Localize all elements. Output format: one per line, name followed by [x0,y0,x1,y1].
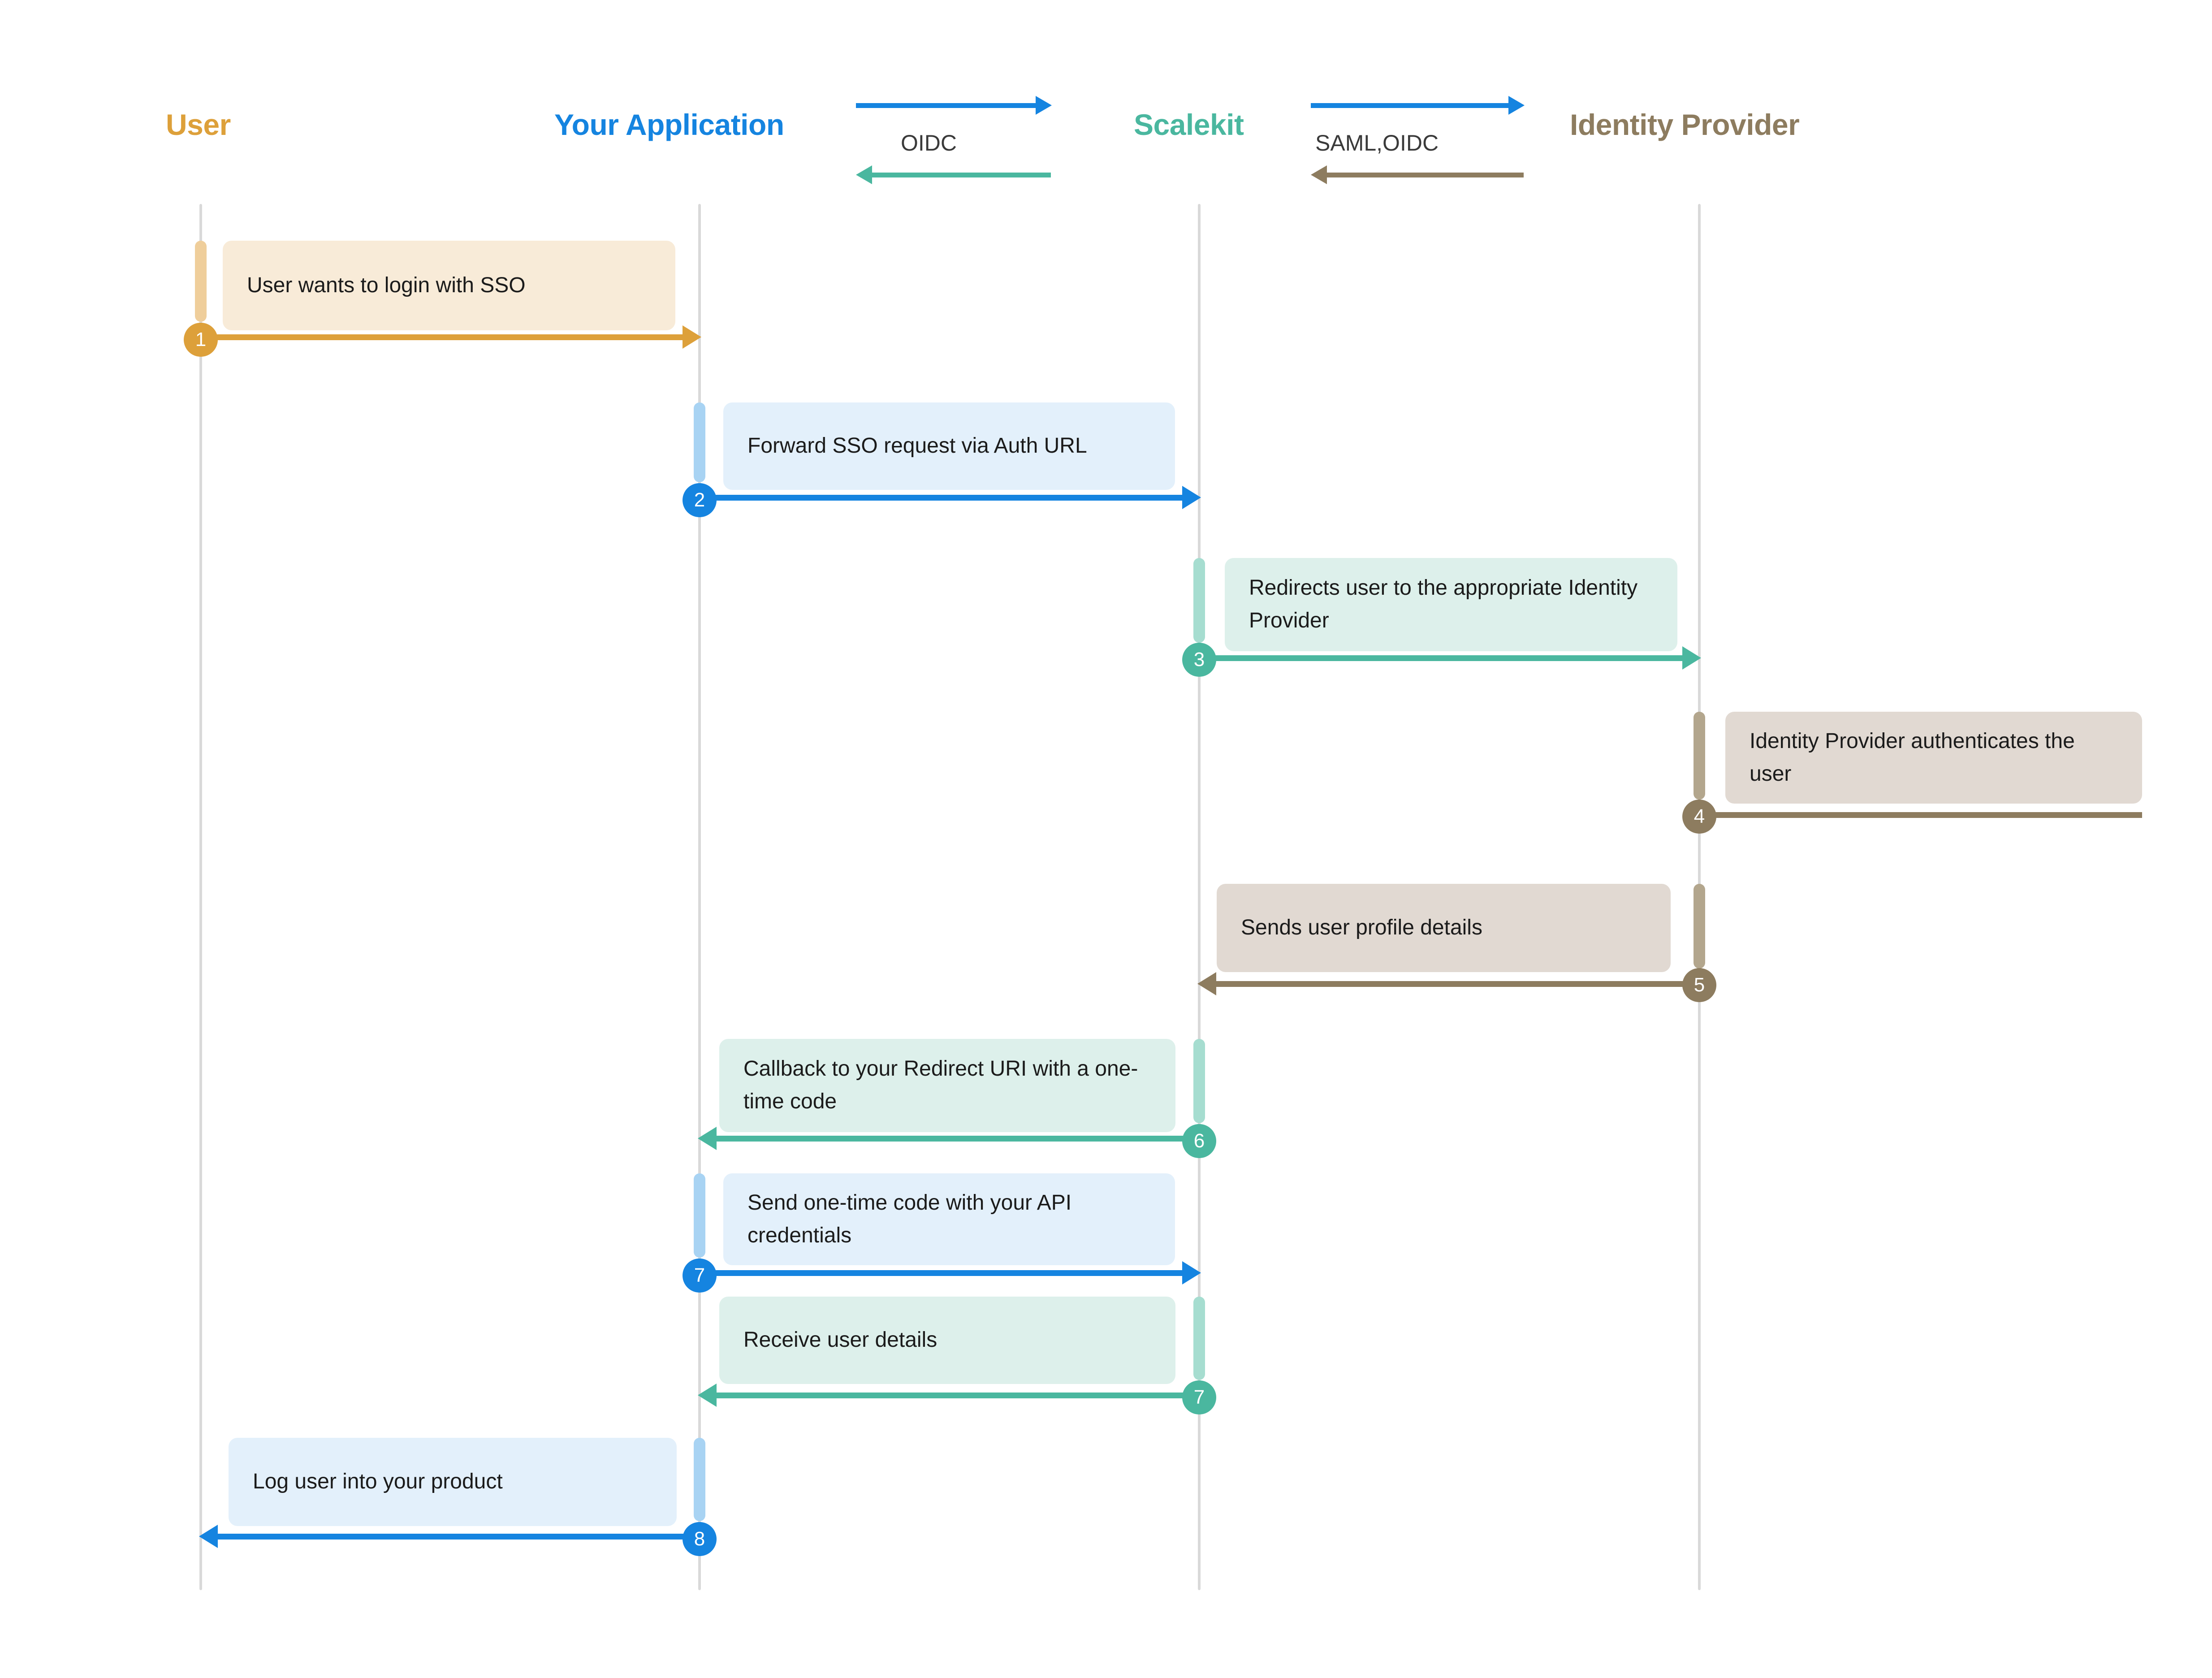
message-arrowhead-step-6 [698,1127,717,1150]
actor-label-scalekit: Scalekit [1134,108,1244,141]
message-arrow-step-7 [700,1270,1182,1276]
message-box-step-6: Callback to your Redirect URI with a one… [719,1039,1175,1132]
message-arrowhead-step-9 [199,1525,218,1548]
step-number-badge-5[interactable]: 5 [1682,968,1716,1002]
message-arrow-step-4 [1699,812,2142,818]
actor-label-idp: Identity Provider [1570,108,1800,141]
message-arrowhead-step-5 [1197,972,1216,995]
lifeline-scalekit [1198,204,1201,1590]
step-number-badge-7[interactable]: 7 [683,1258,717,1293]
lifeline-user [199,204,202,1590]
protocol-saml-oidc-arrow-reverse [1326,173,1524,177]
protocol-saml-oidc-arrowhead-forward [1508,96,1525,115]
activation-bar-step-4 [1694,712,1705,800]
message-arrowhead-step-7 [1182,1261,1201,1284]
message-box-step-1: User wants to login with SSO [223,241,675,330]
actor-label-user: User [166,108,231,141]
protocol-saml-oidc-arrow-forward [1311,103,1508,108]
step-number-badge-6[interactable]: 6 [1182,1124,1216,1158]
message-arrow-step-9 [218,1534,700,1540]
message-arrow-step-3 [1199,655,1682,661]
step-number-badge-2[interactable]: 2 [683,483,717,517]
message-text-step-2: Forward SSO request via Auth URL [747,434,1087,458]
step-number-badge-9[interactable]: 8 [683,1522,717,1556]
step-number-badge-1[interactable]: 1 [184,323,218,357]
step-number-badge-3[interactable]: 3 [1182,643,1216,677]
activation-bar-step-6 [1193,1039,1205,1123]
step-number-badge-8[interactable]: 7 [1182,1380,1216,1414]
activation-bar-step-7 [694,1173,705,1258]
protocol-oidc-arrow-reverse [871,173,1051,177]
activation-bar-step-5 [1694,884,1705,969]
message-text-step-8: Receive user details [743,1328,938,1352]
message-box-step-9: Log user into your product [229,1438,677,1526]
message-arrow-step-6 [717,1136,1199,1142]
protocol-saml-oidc-arrowhead-reverse [1311,165,1327,184]
message-text-step-1: User wants to login with SSO [247,273,526,297]
message-text-step-6: Callback to your Redirect URI with a one… [743,1057,1138,1113]
protocol-oidc-arrowhead-reverse [856,165,872,184]
message-box-step-4: Identity Provider authenticates the user [1725,712,2142,804]
message-arrow-step-8 [717,1393,1199,1398]
lifeline-app [698,204,701,1590]
activation-bar-step-1 [195,241,207,322]
protocol-oidc-arrow-forward [856,103,1036,108]
message-box-step-8: Receive user details [719,1297,1175,1384]
protocol-oidc-arrowhead-forward [1036,96,1052,115]
message-text-step-3: Redirects user to the appropriate Identi… [1249,576,1638,632]
message-text-step-5: Sends user profile details [1241,916,1482,940]
message-box-step-3: Redirects user to the appropriate Identi… [1225,558,1677,651]
message-arrow-step-2 [700,495,1182,501]
activation-bar-step-8 [1193,1297,1205,1380]
activation-bar-step-9 [694,1438,705,1521]
message-box-step-2: Forward SSO request via Auth URL [723,402,1175,490]
message-text-step-9: Log user into your product [253,1470,503,1494]
message-arrow-step-5 [1216,981,1699,987]
activation-bar-step-2 [694,402,705,482]
message-arrowhead-step-3 [1682,646,1701,670]
message-box-step-5: Sends user profile details [1217,884,1671,972]
actor-label-app: Your Application [554,108,784,141]
protocol-label-saml-oidc: SAML,OIDC [1315,130,1439,156]
message-box-step-7: Send one-time code with your API credent… [723,1173,1175,1265]
message-arrow-step-1 [201,334,683,340]
message-arrowhead-step-2 [1182,486,1201,509]
step-number-badge-4[interactable]: 4 [1682,800,1716,834]
message-text-step-7: Send one-time code with your API credent… [747,1190,1072,1247]
message-arrowhead-step-1 [683,325,701,349]
message-text-step-4: Identity Provider authenticates the user [1750,729,2075,786]
message-arrowhead-step-8 [698,1384,717,1407]
activation-bar-step-3 [1193,558,1205,643]
protocol-label-oidc: OIDC [901,130,957,156]
